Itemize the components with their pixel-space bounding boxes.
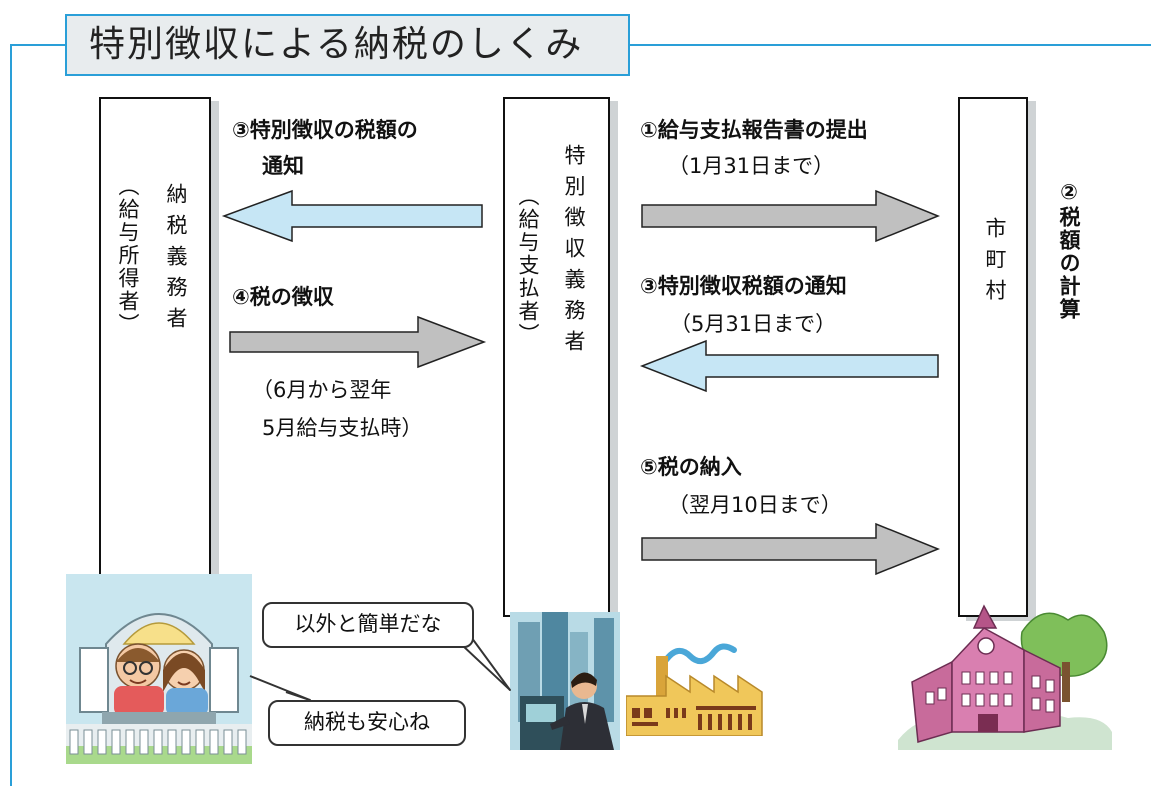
frame-top-left-line [10,44,66,46]
bubble-taxpayer: 納税も安心ね [268,700,466,746]
step1-line1: ①給与支払報告書の提出 [640,118,868,142]
step3-left-line2: 通知 [262,154,304,178]
employer-pillar: 特別徴収義務者 （給与支払者） [503,97,610,617]
arrow-right-step1 [641,189,941,243]
side-note: ②税額の計算 [1057,180,1081,321]
arrow-left-step3-right-shape [639,339,939,393]
municipality-pillar: 市町村 [958,97,1028,617]
employer-name: 特別徴収義務者 [562,144,586,361]
factory-illustration [626,643,763,736]
arrow-right-step5 [641,522,941,576]
arrow-right-step5-shape [641,522,941,576]
step1-line2: （1月31日まで） [668,154,835,178]
frame-left-line [10,44,12,786]
arrow-left-step3 [221,189,483,243]
step4-note-line2: 5月給与支払時） [262,416,423,440]
employer-sub: （給与支払者） [516,185,540,346]
step3-right-line2: （5月31日まで） [670,312,837,336]
arrow-right-step4-shape [229,315,487,369]
arrow-left-step3-shape [221,189,483,243]
couple-window-illustration [66,574,252,764]
bubble-employer: 以外と簡単だな [262,602,474,648]
page-title: 特別徴収による納税のしくみ [65,14,630,76]
step4-line1: ④税の徴収 [232,285,334,309]
arrow-left-step3-right [639,339,939,393]
city-hall-illustration [898,604,1112,750]
arrow-right-step4 [229,315,487,369]
frame-top-right-line [630,44,1151,46]
arrow-right-step1-shape [641,189,941,243]
municipality-name: 市町村 [983,217,1007,310]
step3-left-line1: ③特別徴収の税額の [232,118,418,142]
taxpayer-sub: （給与所得者） [116,175,140,336]
taxpayer-pillar: 納税義務者 （給与所得者） [99,97,211,617]
taxpayer-name: 納税義務者 [164,183,188,338]
office-worker-illustration [510,612,620,750]
step3-right-line1: ③特別徴収税額の通知 [640,274,847,298]
step5-line2: （翌月10日まで） [668,493,842,517]
step5-line1: ⑤税の納入 [640,455,742,479]
step4-note-line1: （6月から翌年 [252,378,392,402]
